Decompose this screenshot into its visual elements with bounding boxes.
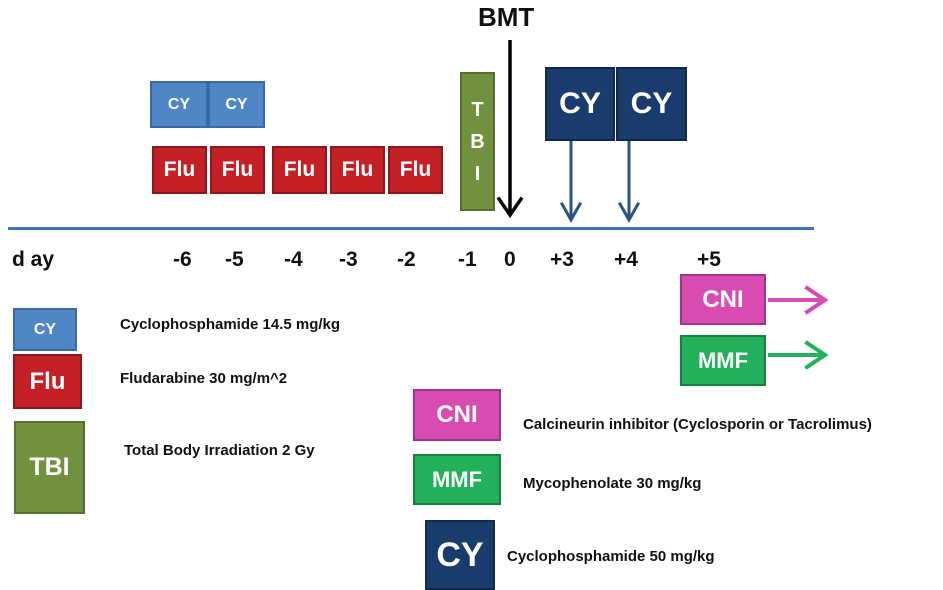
- tbi-letter-i: I: [474, 162, 481, 185]
- cy-big-day-plus-4: CY: [616, 67, 687, 141]
- day-tick-minus-4: -4: [284, 248, 303, 271]
- day-tick-minus-2: -2: [397, 248, 416, 271]
- legend-cni-swatch: CNI: [413, 389, 501, 441]
- cni-timeline-box: CNI: [680, 274, 766, 325]
- flu-day-minus-4: Flu: [272, 146, 327, 194]
- legend-mmf-swatch: MMF: [413, 454, 501, 505]
- day-tick-minus-5: -5: [225, 248, 244, 271]
- day-tick-minus-1: -1: [458, 248, 477, 271]
- legend-cy-small-description: Cyclophosphamide 14.5 mg/kg: [120, 316, 341, 333]
- mmf-timeline-box: MMF: [680, 335, 766, 386]
- legend-cy-small-swatch: CY: [13, 308, 77, 351]
- cy-small-day-minus-6: CY: [150, 81, 208, 128]
- day-axis-label: d ay: [12, 248, 55, 271]
- timeline-axis: [8, 227, 814, 230]
- cy-small-day-minus-5: CY: [208, 81, 265, 128]
- flu-day-minus-3: Flu: [330, 146, 385, 194]
- tbi-letter-b: B: [470, 130, 485, 153]
- tbi-day-minus-1: T B I: [460, 72, 495, 211]
- legend-mmf-description: Mycophenolate 30 mg/kg: [523, 475, 702, 492]
- legend-cni-description: Calcineurin inhibitor (Cyclosporin or Ta…: [523, 416, 872, 433]
- flu-day-minus-2: Flu: [388, 146, 443, 194]
- legend-tbi-swatch: TBI: [14, 421, 85, 514]
- legend-flu-swatch: Flu: [13, 354, 82, 409]
- legend-flu-description: Fludarabine 30 mg/m^2: [120, 370, 288, 387]
- day-tick-plus-3: +3: [550, 248, 574, 271]
- legend-cy-big-description: Cyclophosphamide 50 mg/kg: [507, 548, 715, 565]
- day-tick-minus-3: -3: [339, 248, 358, 271]
- day-tick-plus-5: +5: [697, 248, 721, 271]
- flu-day-minus-6: Flu: [152, 146, 207, 194]
- tbi-letter-t: T: [471, 98, 484, 121]
- day-tick-minus-6: -6: [173, 248, 192, 271]
- legend-cy-big-swatch: CY: [425, 520, 495, 590]
- cy-big-day-plus-3: CY: [545, 67, 615, 141]
- flu-day-minus-5: Flu: [210, 146, 265, 194]
- day-tick-plus-4: +4: [614, 248, 638, 271]
- legend-tbi-description: Total Body Irradiation 2 Gy: [124, 442, 315, 459]
- bmt-label: BMT: [478, 2, 535, 32]
- day-tick-zero: 0: [504, 248, 516, 271]
